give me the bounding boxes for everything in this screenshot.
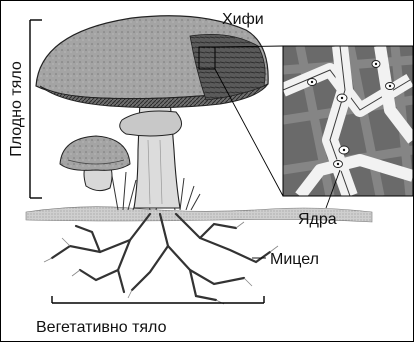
fruiting-body-bracket bbox=[30, 20, 42, 198]
label-fruiting-body: Плодно тяло bbox=[8, 61, 25, 157]
label-hyphae: Хифи bbox=[222, 11, 264, 28]
small-mushroom bbox=[60, 136, 130, 191]
label-nuclei: Ядра bbox=[298, 211, 337, 228]
large-mushroom-stalk bbox=[120, 100, 182, 208]
vegetative-body-bracket bbox=[52, 296, 264, 303]
hyphae-zoom-panel bbox=[283, 46, 413, 196]
label-vegetative-body: Вегетативно тяло bbox=[36, 319, 167, 336]
mycelium-fine bbox=[44, 222, 278, 304]
label-mycelium: Мицел bbox=[270, 251, 319, 268]
